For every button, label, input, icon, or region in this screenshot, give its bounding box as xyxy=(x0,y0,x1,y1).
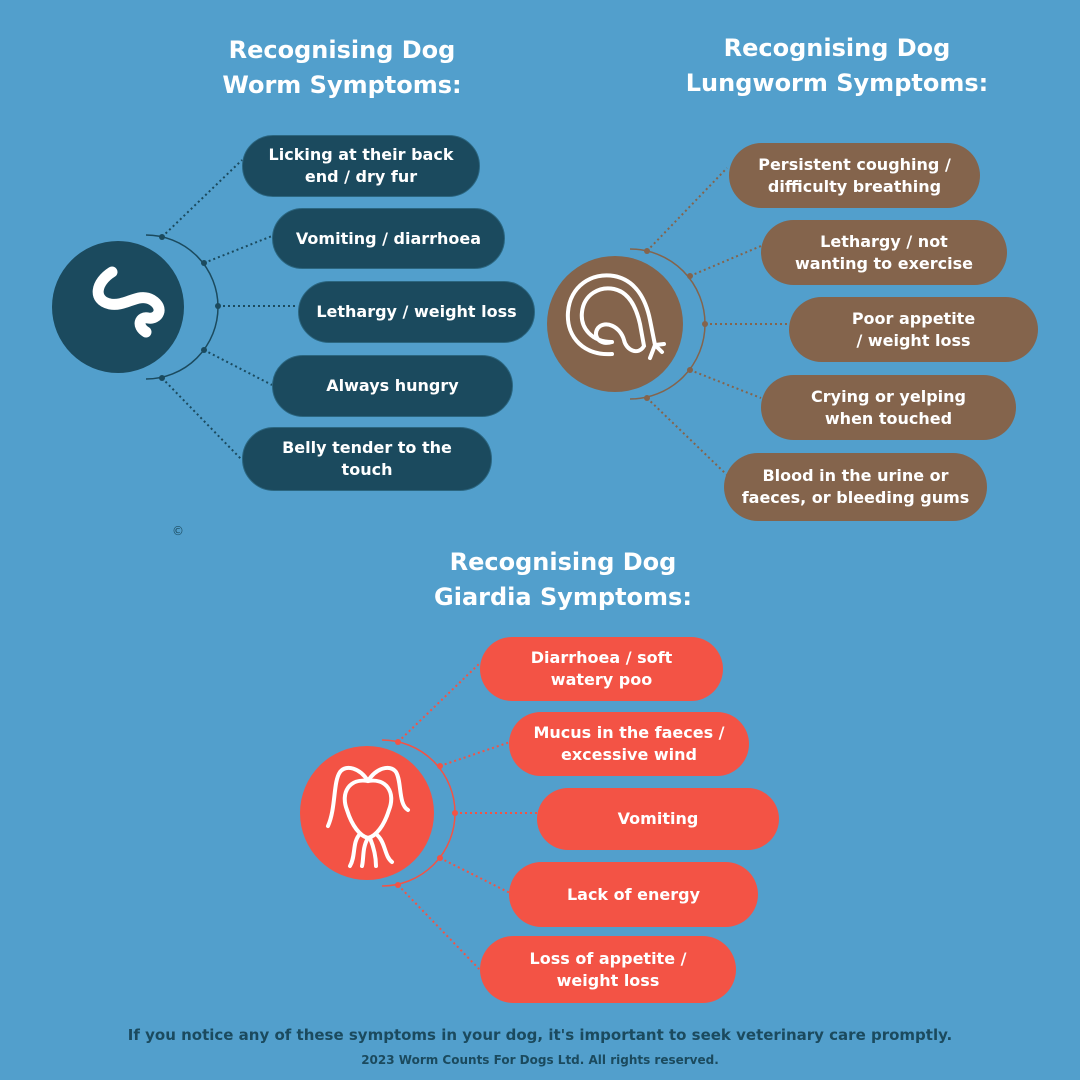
giardia-title-line2: Giardia Symptoms: xyxy=(434,583,692,611)
giardia-icon-circle xyxy=(300,746,434,880)
worm-symptom: Vomiting / diarrhoea xyxy=(272,208,505,269)
lungworm-symptom: Blood in the urine or faeces, or bleedin… xyxy=(724,453,987,521)
giardia-title-line1: Recognising Dog xyxy=(449,548,677,576)
lungworm-symptom: Crying or yelping when touched xyxy=(761,375,1016,440)
copyright-symbol: © xyxy=(172,524,184,538)
worm-symptom: Belly tender to the touch xyxy=(242,427,492,491)
lungworm-symptom: Persistent coughing / difficulty breathi… xyxy=(729,143,980,208)
lungworm-symptom: Lethargy / not wanting to exercise xyxy=(761,220,1007,285)
lungworm-symptom: Poor appetite / weight loss xyxy=(789,297,1038,362)
worm-connectors xyxy=(145,159,298,461)
giardia-symptom: Lack of energy xyxy=(509,862,758,927)
worm-title-line2: Worm Symptoms: xyxy=(222,71,462,99)
footer-rights: 2023 Worm Counts For Dogs Ltd. All right… xyxy=(361,1053,719,1067)
giardia-symptom: Vomiting xyxy=(537,788,779,850)
giardia-symptom: Loss of appetite / weight loss xyxy=(480,936,736,1003)
worm-symptom: Lethargy / weight loss xyxy=(298,281,535,343)
worm-title: Recognising Dog Worm Symptoms: xyxy=(142,33,542,103)
giardia-title: Recognising Dog Giardia Symptoms: xyxy=(363,545,763,615)
lungworm-connectors xyxy=(629,167,789,476)
giardia-symptom: Diarrhoea / soft watery poo xyxy=(480,637,723,701)
worm-icon xyxy=(92,266,165,338)
worm-symptom: Licking at their back end / dry fur xyxy=(242,135,480,197)
lungworm-title-line2: Lungworm Symptoms: xyxy=(685,69,989,97)
lungworm-title-line1: Recognising Dog xyxy=(723,34,951,62)
giardia-symptom: Mucus in the faeces / excessive wind xyxy=(509,712,749,776)
giardia-icon xyxy=(326,765,410,868)
giardia-connectors xyxy=(381,662,537,971)
lungworm-icon xyxy=(565,273,666,360)
worm-title-line1: Recognising Dog xyxy=(228,36,456,64)
lungworm-title: Recognising Dog Lungworm Symptoms: xyxy=(637,31,1037,101)
worm-symptom: Always hungry xyxy=(272,355,513,417)
footer-advice: If you notice any of these symptoms in y… xyxy=(127,1026,953,1044)
